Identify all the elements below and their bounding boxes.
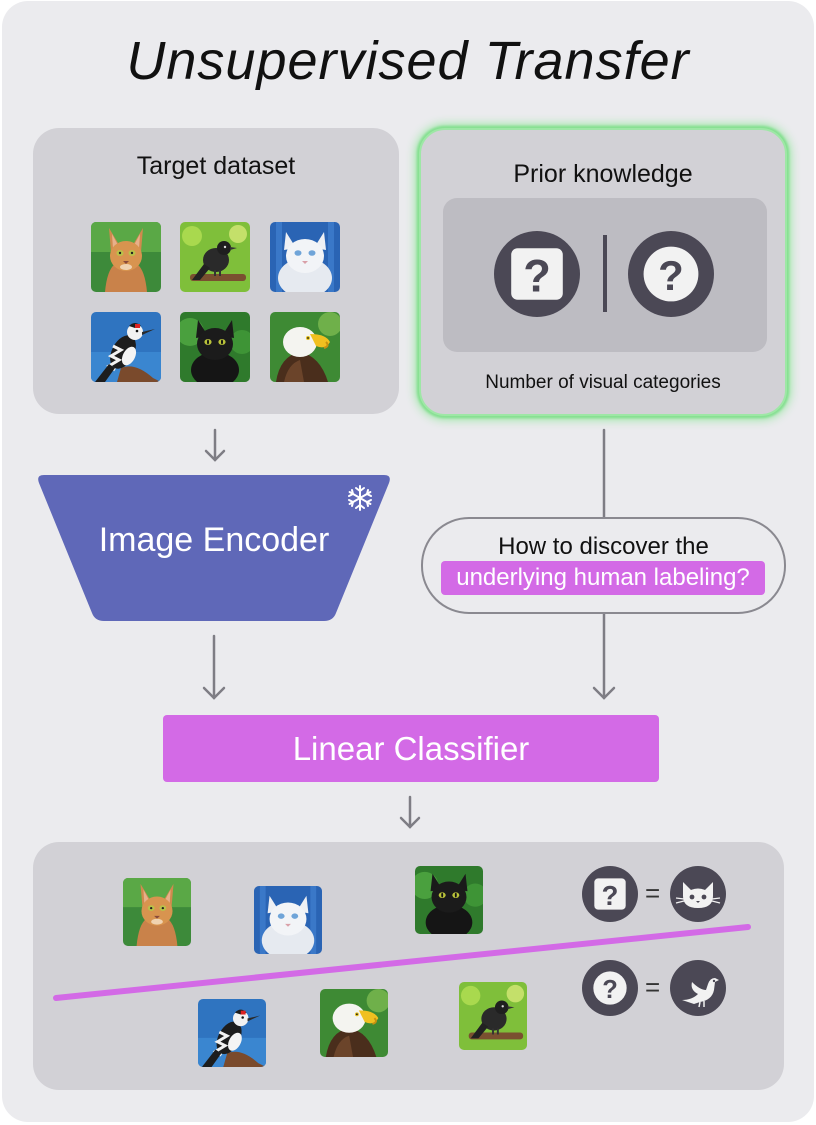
result-unknown-square-icon — [582, 866, 638, 922]
question-text-highlight: underlying human labeling? — [441, 561, 765, 595]
equals-sign-cat: = — [645, 878, 661, 908]
result-unknown-circle-icon — [582, 960, 638, 1016]
linear-classifier-block: Linear Classifier — [163, 715, 659, 782]
question-text-line1: How to discover the — [498, 533, 709, 560]
unknown-category-circle-icon — [628, 231, 714, 317]
visual-categories-caption: Number of visual categories — [485, 372, 721, 393]
question-callout: How to discover the underlying human lab… — [421, 517, 786, 614]
prior-knowledge-label: Prior knowledge — [513, 160, 693, 188]
cat-face-icon — [670, 866, 726, 922]
unknown-category-square-icon — [494, 231, 580, 317]
image-encoder-label: Image Encoder — [98, 521, 330, 559]
bird-icon — [670, 960, 726, 1016]
image-encoder-block — [38, 475, 390, 621]
category-divider — [603, 235, 607, 312]
equals-sign-bird: = — [645, 972, 661, 1002]
target-dataset-label: Target dataset — [136, 152, 296, 180]
snowflake-icon — [348, 485, 372, 511]
diagram-title: Unsupervised Transfer — [126, 31, 690, 91]
